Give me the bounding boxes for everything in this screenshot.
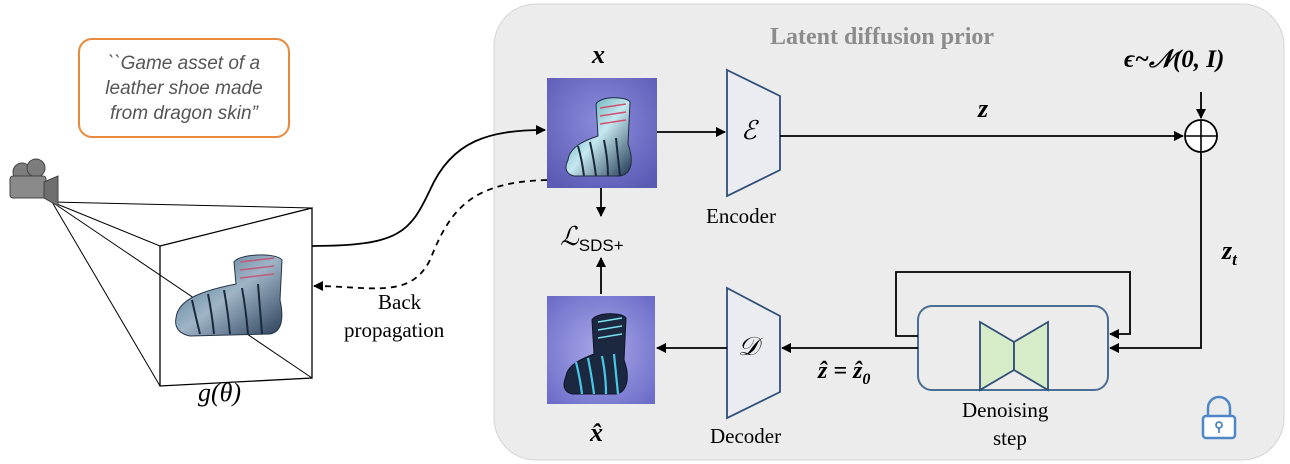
label-x-hat: x̂: [590, 418, 603, 447]
rendered-shoe: [175, 254, 283, 337]
decoder-symbol: 𝒟: [738, 332, 759, 361]
back-propagation-label-2: propagation: [344, 318, 445, 342]
loss-main: ℒ: [560, 222, 579, 251]
prompt-line-2: leather shoe made: [105, 77, 263, 99]
label-noise: ϵ~𝒩(0, I): [1124, 46, 1225, 73]
decoder-block: [726, 286, 781, 420]
lock-icon: [1201, 395, 1237, 440]
rendered-image-x-hat: [547, 296, 655, 404]
sum-node: [1184, 119, 1218, 153]
text-prompt-box: ``Game asset of a leather shoe made from…: [78, 38, 290, 138]
encoder-label: Encoder: [706, 204, 776, 228]
label-x: x: [592, 40, 605, 69]
label-z: z: [978, 94, 989, 123]
prompt-line-1: ``Game asset of a: [107, 52, 261, 74]
encoder-symbol: ℰ: [741, 116, 757, 145]
denoising-label-1: Denoising: [962, 398, 1049, 422]
unet-icon: [979, 320, 1049, 392]
label-z-t-sub: t: [1232, 250, 1237, 270]
label-z-t-main: z: [1222, 236, 1233, 265]
flow-arrows: [311, 92, 1206, 353]
camera-icon: [9, 158, 59, 207]
encoder-block: [726, 68, 781, 198]
rendered-image-x: [547, 78, 657, 188]
loss-label: ℒSDS+: [560, 222, 624, 256]
loss-sub: SDS+: [578, 236, 624, 256]
panel-title: Latent diffusion prior: [770, 24, 995, 50]
zhat-eq-sub: 0: [862, 370, 871, 388]
back-propagation-label-1: Back: [378, 290, 422, 314]
zhat-equation: ẑ = ẑ0: [818, 358, 870, 389]
g-theta-label: g(θ): [198, 378, 242, 407]
label-z-t: zt: [1222, 236, 1237, 270]
zhat-eq-main: ẑ = ẑ: [818, 358, 863, 384]
decoder-label: Decoder: [710, 424, 782, 448]
prompt-line-3: from dragon skin”: [110, 102, 258, 124]
denoising-label-2: step: [993, 426, 1027, 450]
